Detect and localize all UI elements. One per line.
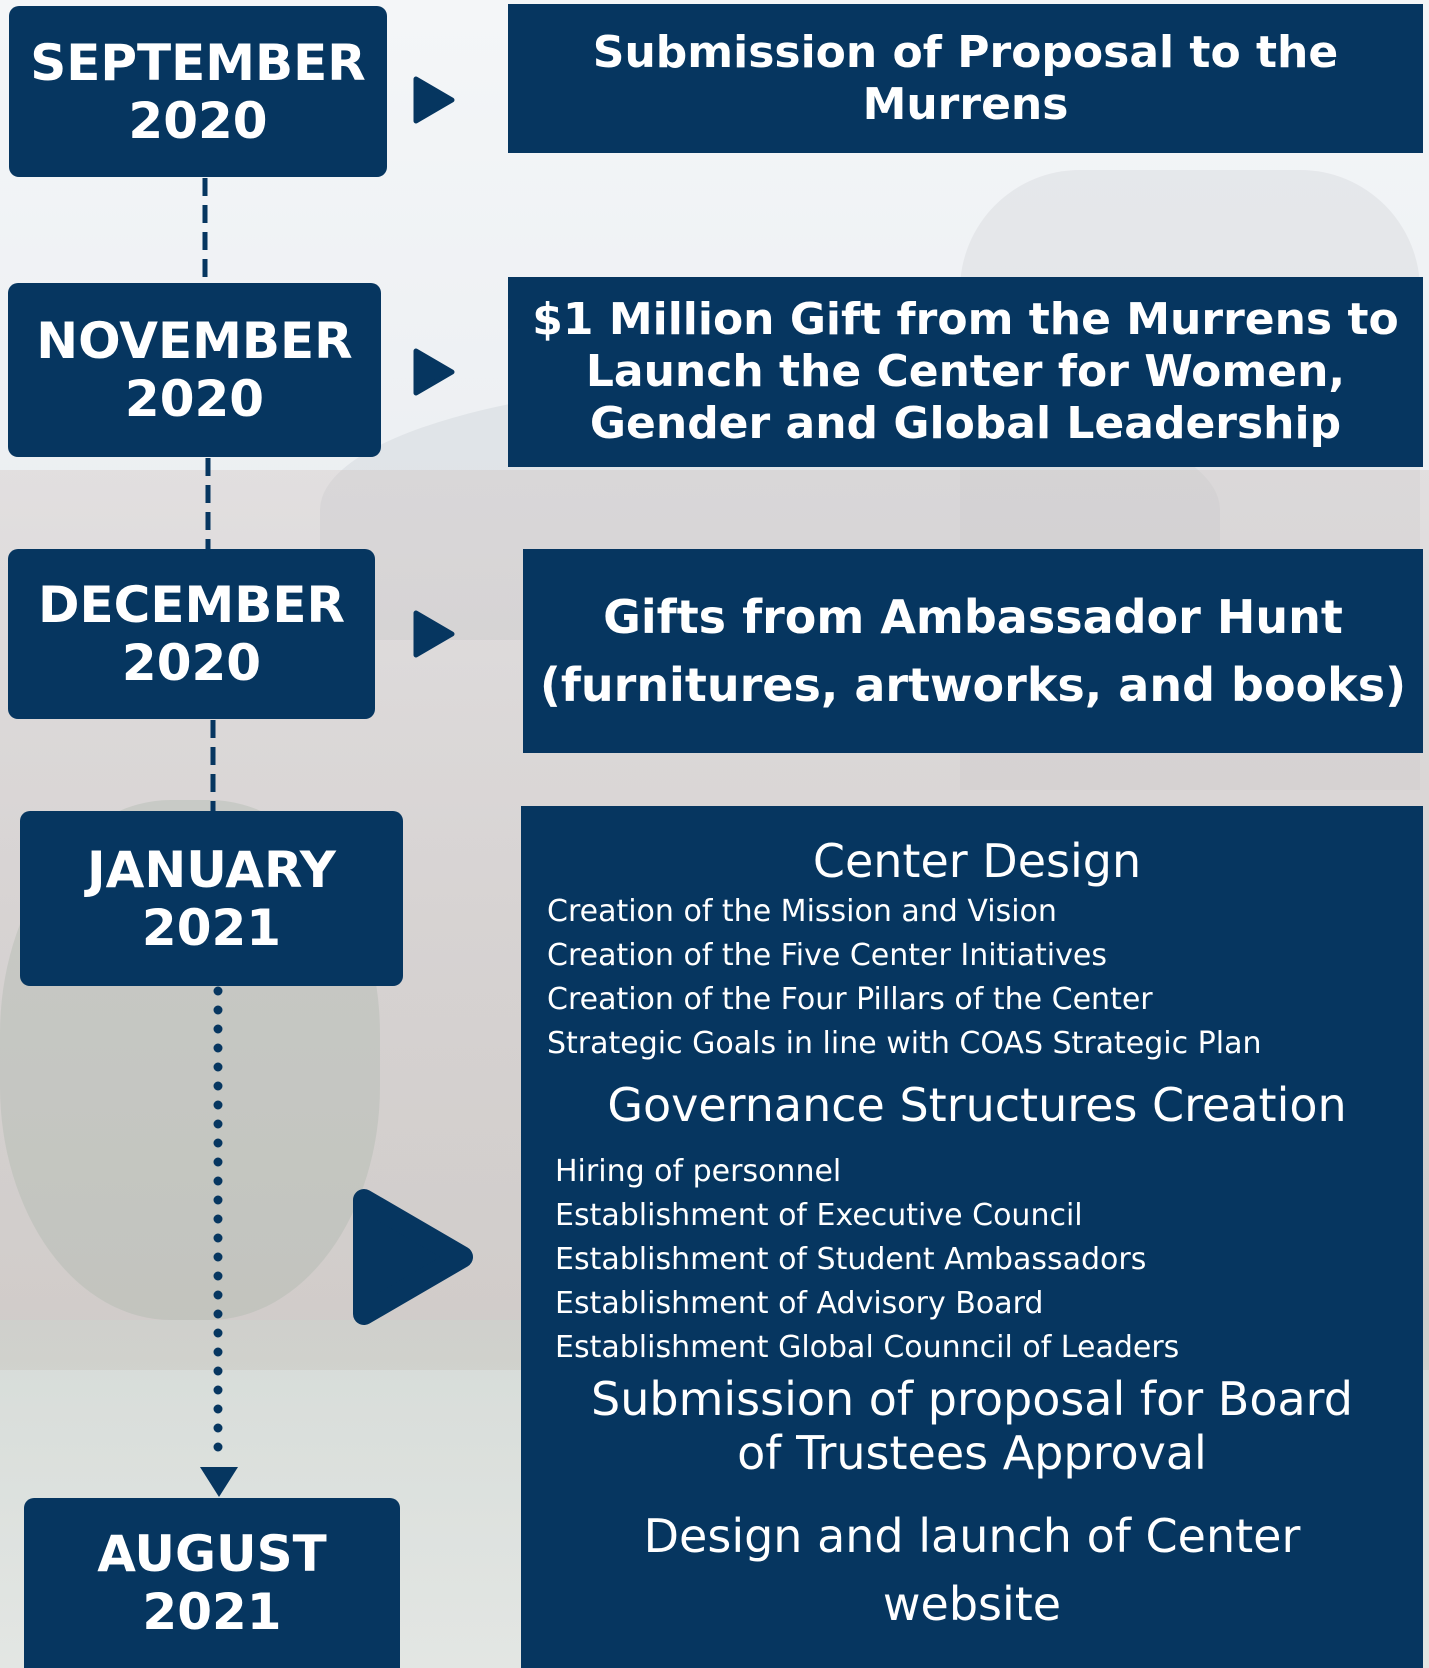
website-line: website xyxy=(882,1577,1062,1631)
timeline-connector-dotted xyxy=(200,986,238,1497)
list-item: Establishment of Advisory Board xyxy=(555,1286,1044,1321)
milestone-year: 2021 xyxy=(141,898,282,957)
timeline-connector-2 xyxy=(205,458,211,550)
milestone-month: NOVEMBER xyxy=(36,312,353,370)
event-proposal-submission: Submission of Proposal to the Murrens xyxy=(508,4,1423,153)
event-line: Gender and Global Leadership xyxy=(589,398,1342,449)
center-design-list: Creation of the Mission and Vision Creat… xyxy=(547,890,1423,1066)
board-proposal-line: of Trustees Approval xyxy=(737,1426,1207,1480)
milestone-month: DECEMBER xyxy=(37,576,346,634)
list-item: Creation of the Mission and Vision xyxy=(547,894,1057,929)
event-line: Murrens xyxy=(862,78,1069,130)
event-line: $1 Million Gift from the Murrens to xyxy=(532,294,1399,345)
milestone-year: 2020 xyxy=(128,91,268,150)
board-proposal-text: Submission of proposal for Board of Trus… xyxy=(521,1372,1423,1480)
event-line: Submission of Proposal to the xyxy=(592,26,1339,78)
event-million-gift: $1 Million Gift from the Murrens to Laun… xyxy=(508,277,1423,467)
list-item: Hiring of personnel xyxy=(555,1154,842,1189)
website-launch-text: Design and launch of Center website xyxy=(521,1502,1423,1638)
milestone-year: 2021 xyxy=(142,1583,282,1641)
milestone-month: JANUARY xyxy=(87,840,336,899)
event-line: Launch the Center for Women, xyxy=(585,346,1346,397)
event-line: (furnitures, artworks, and books) xyxy=(539,658,1407,712)
list-item: Establishment of Executive Council xyxy=(555,1198,1083,1233)
milestone-month: AUGUST xyxy=(97,1525,327,1583)
milestone-september-2020: SEPTEMBER 2020 xyxy=(9,6,387,177)
event-line: Gifts from Ambassador Hunt xyxy=(603,590,1343,644)
list-item: Creation of the Five Center Initiatives xyxy=(547,938,1107,973)
center-design-heading: Center Design xyxy=(812,834,1142,888)
milestone-november-2020: NOVEMBER 2020 xyxy=(8,283,381,457)
timeline-connector-1 xyxy=(202,178,208,288)
timeline-connector-3 xyxy=(210,720,216,812)
january-details-panel: Center Design Creation of the Mission an… xyxy=(521,806,1423,1668)
board-proposal-line: Submission of proposal for Board xyxy=(591,1372,1353,1426)
website-line: Design and launch of Center xyxy=(643,1509,1301,1563)
milestone-year: 2020 xyxy=(124,370,265,428)
governance-list: Hiring of personnel Establishment of Exe… xyxy=(555,1150,1423,1370)
event-ambassador-gifts: Gifts from Ambassador Hunt (furnitures, … xyxy=(523,549,1423,753)
play-arrow-icon xyxy=(413,76,455,124)
milestone-year: 2020 xyxy=(121,634,262,692)
milestone-december-2020: DECEMBER 2020 xyxy=(8,549,375,719)
list-item: Establishment Global Counncil of Leaders xyxy=(555,1330,1180,1365)
list-item: Strategic Goals in line with COAS Strate… xyxy=(547,1026,1262,1061)
large-play-arrow-icon xyxy=(353,1189,473,1325)
milestone-january-2021: JANUARY 2021 xyxy=(20,811,403,986)
play-arrow-icon xyxy=(413,348,455,396)
governance-heading: Governance Structures Creation xyxy=(607,1078,1347,1132)
play-arrow-icon xyxy=(413,610,455,658)
list-item: Establishment of Student Ambassadors xyxy=(555,1242,1147,1277)
milestone-month: SEPTEMBER xyxy=(30,33,366,92)
milestone-august-2021: AUGUST 2021 xyxy=(24,1498,400,1668)
list-item: Creation of the Four Pillars of the Cent… xyxy=(547,982,1153,1017)
